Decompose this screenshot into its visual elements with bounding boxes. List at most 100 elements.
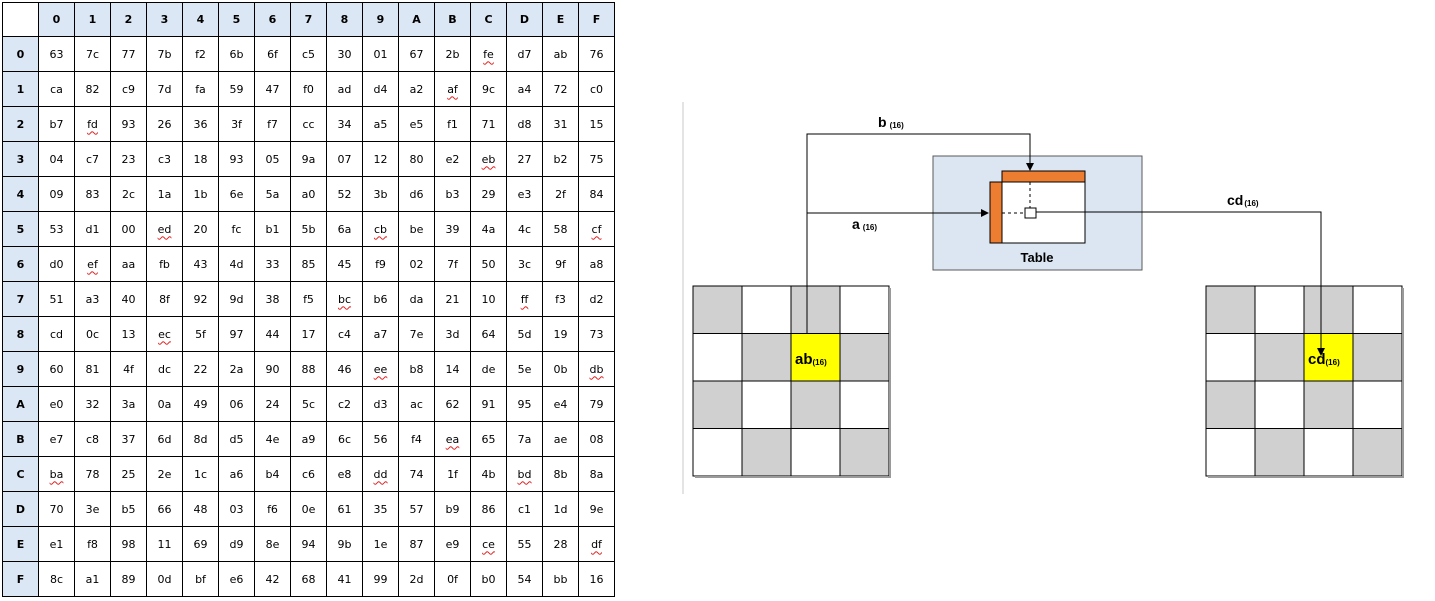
output-grid-shadow (1208, 288, 1404, 478)
sbox-cell-value: 7a (517, 432, 532, 446)
sbox-cell-value: da (409, 292, 424, 306)
input-grid-cell (741, 333, 792, 382)
sbox-cell-value: 1e (373, 537, 388, 551)
sbox-cell-value: 3c (517, 257, 532, 271)
sbox-cell: 3d (434, 316, 471, 352)
sbox-cell: 07 (326, 141, 363, 177)
sbox-cell-value: a3 (85, 292, 100, 306)
sbox-cell-value: 74 (409, 467, 424, 481)
sbox-row-header: 6 (2, 246, 39, 282)
sbox-cell-value: c9 (121, 82, 136, 96)
sbox-row-header: D (2, 491, 39, 527)
sbox-cell-value: 95 (517, 397, 532, 411)
sbox-cell-value: 43 (193, 257, 208, 271)
sbox-cell: b8 (398, 351, 435, 387)
sbox-cell-value: 09 (49, 187, 64, 201)
sbox-cell: de (470, 351, 507, 387)
input-cell-main: ab (795, 351, 813, 368)
sbox-cell-value: 1d (553, 502, 568, 516)
sbox-cell: ee (362, 351, 399, 387)
input-grid-cell (839, 333, 890, 382)
input-grid-cell (692, 428, 743, 477)
sbox-cell-value: 83 (85, 187, 100, 201)
sbox-cell: 38 (254, 281, 291, 317)
sbox-cell-value: 64 (481, 327, 496, 341)
sbox-cell: 1d (542, 491, 579, 527)
sbox-cell: 3f (218, 106, 255, 142)
sbox-cell: f5 (290, 281, 327, 317)
sbox-cell-value: ab (553, 47, 568, 61)
sbox-cell-value: ec (158, 327, 171, 341)
sbox-cell: 2b (434, 36, 471, 72)
sbox-cell-value: 14 (445, 362, 460, 376)
sbox-cell: dc (146, 351, 183, 387)
sbox-cell-value: 3b (373, 187, 388, 201)
sbox-cell-value: 56 (373, 432, 388, 446)
sbox-cell-value: 2e (157, 467, 172, 481)
sbox-cell: 36 (182, 106, 219, 142)
sbox-cell: 98 (110, 526, 147, 562)
sbox-col-header: 9 (362, 2, 399, 37)
sbox-cell-value: 88 (301, 362, 316, 376)
sbox-cell-value: e7 (49, 432, 64, 446)
sbox-cell: 9f (542, 246, 579, 282)
sbox-cell: e6 (218, 561, 255, 597)
sbox-cell-value: 47 (265, 82, 280, 96)
sbox-cell: 35 (362, 491, 399, 527)
sbox-cell-value: 0a (157, 397, 172, 411)
sbox-cell-value: d2 (589, 292, 604, 306)
sbox-cell: 9c (470, 71, 507, 107)
sbox-cell: fc (218, 211, 255, 247)
sbox-cell-value: c4 (337, 327, 352, 341)
sbox-cell-value: 02 (409, 257, 424, 271)
output-cell-sub: (16) (1326, 358, 1341, 367)
sbox-cell-value: 40 (121, 292, 136, 306)
sbox-cell-value: 93 (121, 117, 136, 131)
sbox-cell-value: b0 (481, 572, 496, 586)
sbox-cell: 2d (398, 561, 435, 597)
sbox-cell-value: bc (337, 292, 352, 306)
sbox-cell-value: 12 (373, 152, 388, 166)
sbox-cell-value: cd (49, 327, 64, 341)
sbox-cell: 7b (146, 36, 183, 72)
sbox-cell: be (398, 211, 435, 247)
sbox-cell: e5 (398, 106, 435, 142)
sbox-cell-value: a6 (229, 467, 244, 481)
label-b: b(16) (878, 114, 904, 130)
sbox-cell: f9 (362, 246, 399, 282)
sbox-cell: f6 (254, 491, 291, 527)
sbox-cell: 2a (218, 351, 255, 387)
output-grid-cell (1205, 428, 1256, 477)
sbox-cell-value: e6 (229, 572, 244, 586)
sbox-cell: 7c (74, 36, 111, 72)
sbox-cell-value: 17 (301, 327, 316, 341)
sbox-cell: d7 (506, 36, 543, 72)
sbox-cell-value: ef (87, 257, 98, 271)
sbox-cell: c2 (326, 386, 363, 422)
sbox-cell: 24 (254, 386, 291, 422)
label-cd-sub: (16) (1244, 199, 1259, 208)
sbox-cell-value: 21 (445, 292, 460, 306)
sbox-cell-value: bb (553, 572, 568, 586)
sbox-cell: 6d (146, 421, 183, 457)
output-grid-cell (1254, 380, 1305, 429)
output-cell-main: cd (1308, 351, 1326, 368)
sbox-cell-value: 0b (553, 362, 568, 376)
sbox-cell: 51 (38, 281, 75, 317)
sbox-cell: 74 (398, 456, 435, 492)
sbox-cell-value: fa (195, 82, 206, 96)
sbox-cell-value: db (589, 362, 604, 376)
sbox-cell-value: 62 (445, 397, 460, 411)
sbox-cell-value: 2f (555, 187, 566, 201)
sbox-cell: 59 (218, 71, 255, 107)
sbox-cell-value: 5d (517, 327, 532, 341)
sbox-cell: cf (578, 211, 615, 247)
sbox-cell-value: 44 (265, 327, 280, 341)
output-grid-highlight-cell (1303, 333, 1354, 382)
sbox-row-header: A (2, 386, 39, 422)
